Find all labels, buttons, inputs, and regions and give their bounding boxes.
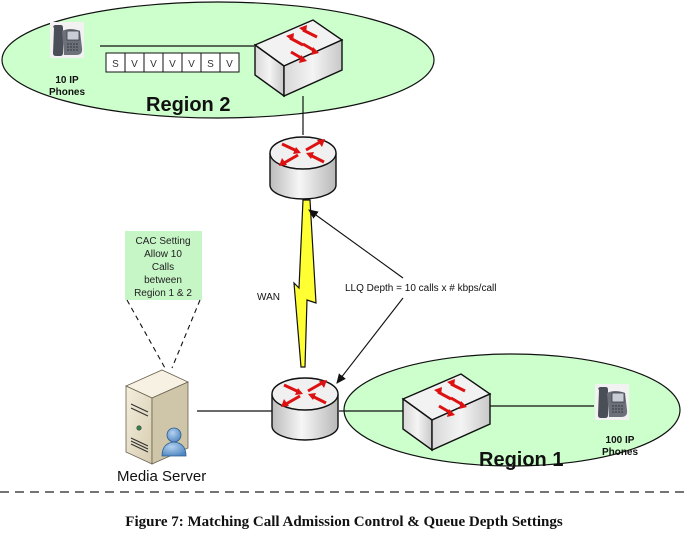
region2-switch-icon (253, 19, 344, 98)
user-icon (161, 427, 187, 457)
packet-voice: V (188, 59, 195, 70)
cac-note-line: between (144, 275, 182, 286)
cac-note-line: CAC Setting (135, 236, 190, 247)
region2-phones-count: 10 IP (55, 75, 79, 86)
media-server-label: Media Server (117, 468, 206, 485)
llq-pointer-router1 (336, 297, 404, 384)
cac-note-line: Region 1 & 2 (134, 288, 192, 299)
llq-pointer-router2 (308, 209, 404, 279)
region2-phones-label: Phones (49, 87, 86, 98)
packet-cell (219, 52, 240, 73)
region2-router-icon (269, 136, 337, 200)
llq-depth-label: LLQ Depth = 10 calls x # kbps/call (345, 283, 496, 294)
region1-title: Region 1 (479, 449, 563, 471)
region1-phones-label: Phones (602, 447, 639, 458)
packet-voice: V (169, 59, 176, 70)
wan-label: WAN (257, 292, 280, 303)
cac-callout-right (171, 299, 201, 369)
region1-router-icon (271, 377, 339, 441)
packet-signaling: S (207, 59, 214, 70)
cac-setting-box (125, 231, 202, 300)
cac-callout-left (126, 299, 166, 369)
region1-switch-icon (401, 373, 492, 452)
packet-voice: V (150, 59, 157, 70)
figure-caption: Figure 7: Matching Call Admission Contro… (125, 514, 563, 530)
packet-signaling: S (112, 59, 119, 70)
wan-link-lightning-icon (293, 199, 317, 368)
cac-note-line: Allow 10 (144, 249, 182, 260)
region2-title: Region 2 (146, 94, 230, 116)
packet-voice: V (131, 59, 138, 70)
region2-ip-phone-icon (49, 21, 85, 59)
region1-ip-phone-icon (594, 383, 630, 421)
packet-voice: V (226, 59, 233, 70)
region1-phones-count: 100 IP (606, 435, 635, 446)
cac-note-line: Calls (152, 262, 174, 273)
